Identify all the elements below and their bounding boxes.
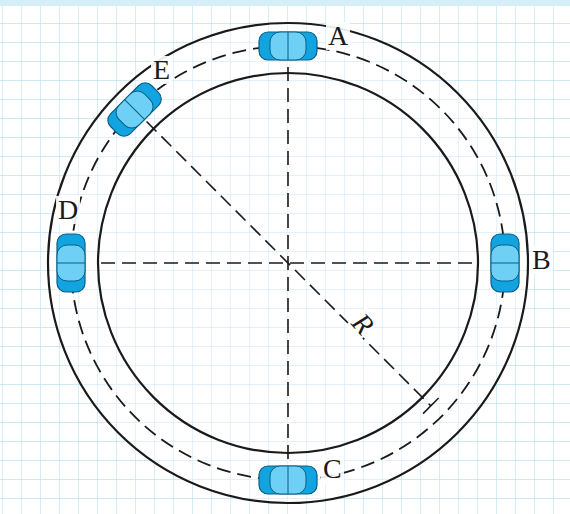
point-label: C (321, 455, 344, 483)
car (259, 466, 317, 494)
radius-line (147, 122, 431, 406)
point-label: E (151, 56, 172, 84)
top-strip (0, 0, 570, 6)
point-label: D (56, 196, 80, 224)
point-label: B (530, 246, 553, 274)
point-label: A (326, 22, 350, 50)
car (491, 234, 519, 292)
car (104, 79, 165, 140)
car-path (71, 46, 505, 480)
radius-tick (423, 398, 439, 414)
car (259, 32, 317, 60)
car (57, 234, 85, 292)
outer-edge (48, 23, 528, 503)
